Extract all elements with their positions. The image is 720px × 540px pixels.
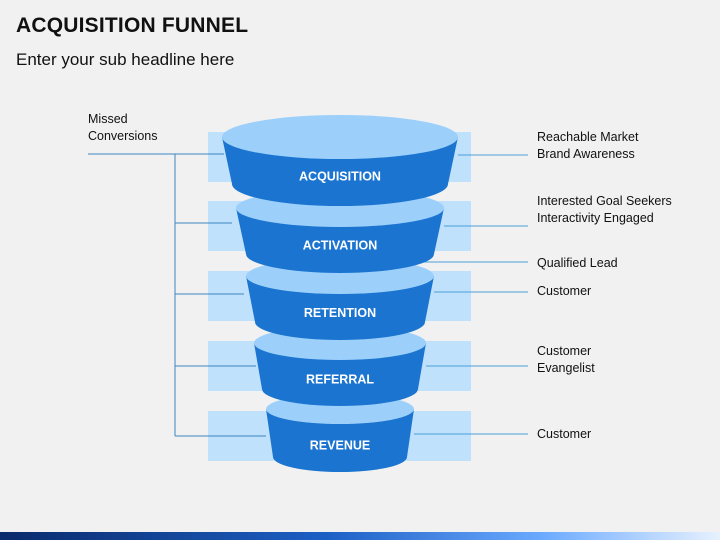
stage-note-revenue: Customer [537,427,592,441]
page-title: ACQUISITION FUNNEL [16,14,249,37]
stage-note-retention: Customer [537,284,592,298]
funnel-top-acquisition [222,115,458,159]
funnel-body-retention [246,276,434,340]
page-subtitle: Enter your sub headline here [16,50,235,69]
stage-label-acquisition: ACQUISITION [299,170,381,184]
stage-label-referral: REFERRAL [306,373,374,387]
stage-label-revenue: REVENUE [310,439,370,453]
stage-label-activation: ACTIVATION [303,239,378,253]
stage-label-retention: RETENTION [304,306,376,320]
funnel-stage-acquisition: ACQUISITION [222,115,458,206]
bottom-accent-bar [0,532,720,540]
funnel-stages: REVENUE REFERRAL RETENTION ACTIVATION ACQUIS… [222,115,458,472]
connector-lines [88,153,528,437]
qualified-lead-note: Qualified Lead [537,256,618,270]
funnel-body-revenue [266,409,414,472]
funnel-body-referral [254,343,426,406]
funnel-stage-activation: ACTIVATION [236,189,444,273]
